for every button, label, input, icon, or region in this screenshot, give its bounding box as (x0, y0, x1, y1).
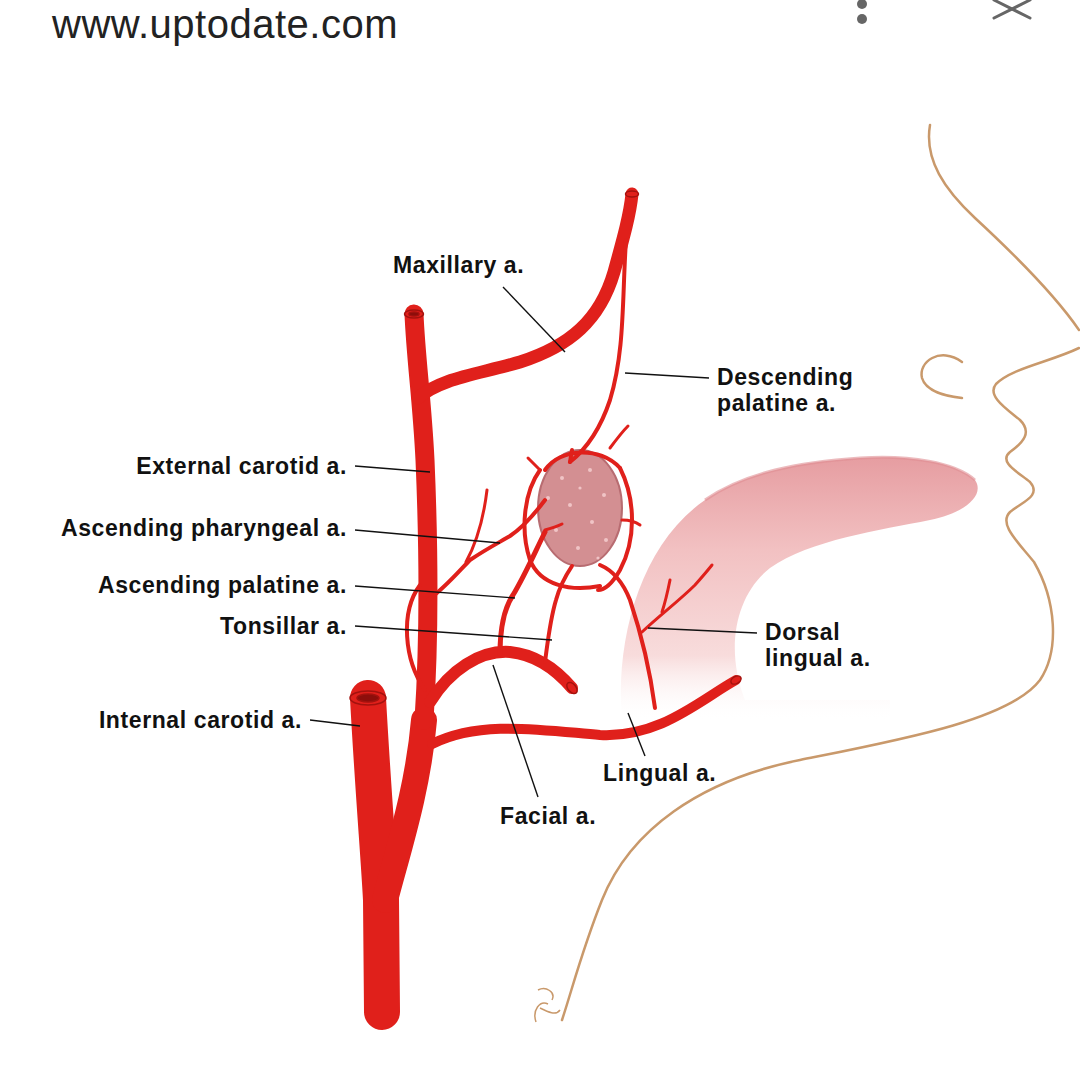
tonsil (538, 450, 622, 566)
close-icon (994, 0, 1030, 18)
tongue (621, 457, 978, 722)
artery-label: Dorsal lingual a. (765, 619, 890, 672)
artery-label: Internal carotid a. (99, 707, 302, 733)
artery-label: Tonsillar a. (220, 613, 347, 639)
site-url: www.uptodate.com (52, 2, 398, 46)
artery-label: Ascending palatine a. (98, 572, 347, 598)
artist-mark (535, 989, 560, 1022)
face-outline (562, 125, 1079, 1020)
menu-icon (857, 0, 867, 24)
artery-label: Lingual a. (603, 760, 716, 786)
artery-label: Descending palatine a. (717, 364, 882, 417)
vessel-openings (350, 191, 743, 705)
artery-label: Ascending pharyngeal a. (61, 515, 347, 541)
artery-label: External carotid a. (136, 453, 347, 479)
artery-label: Maxillary a. (393, 252, 524, 278)
tongue-surface (705, 457, 975, 500)
artery-label: Facial a. (500, 803, 596, 829)
leader-lines (310, 287, 757, 797)
artery-tree (368, 194, 736, 1012)
